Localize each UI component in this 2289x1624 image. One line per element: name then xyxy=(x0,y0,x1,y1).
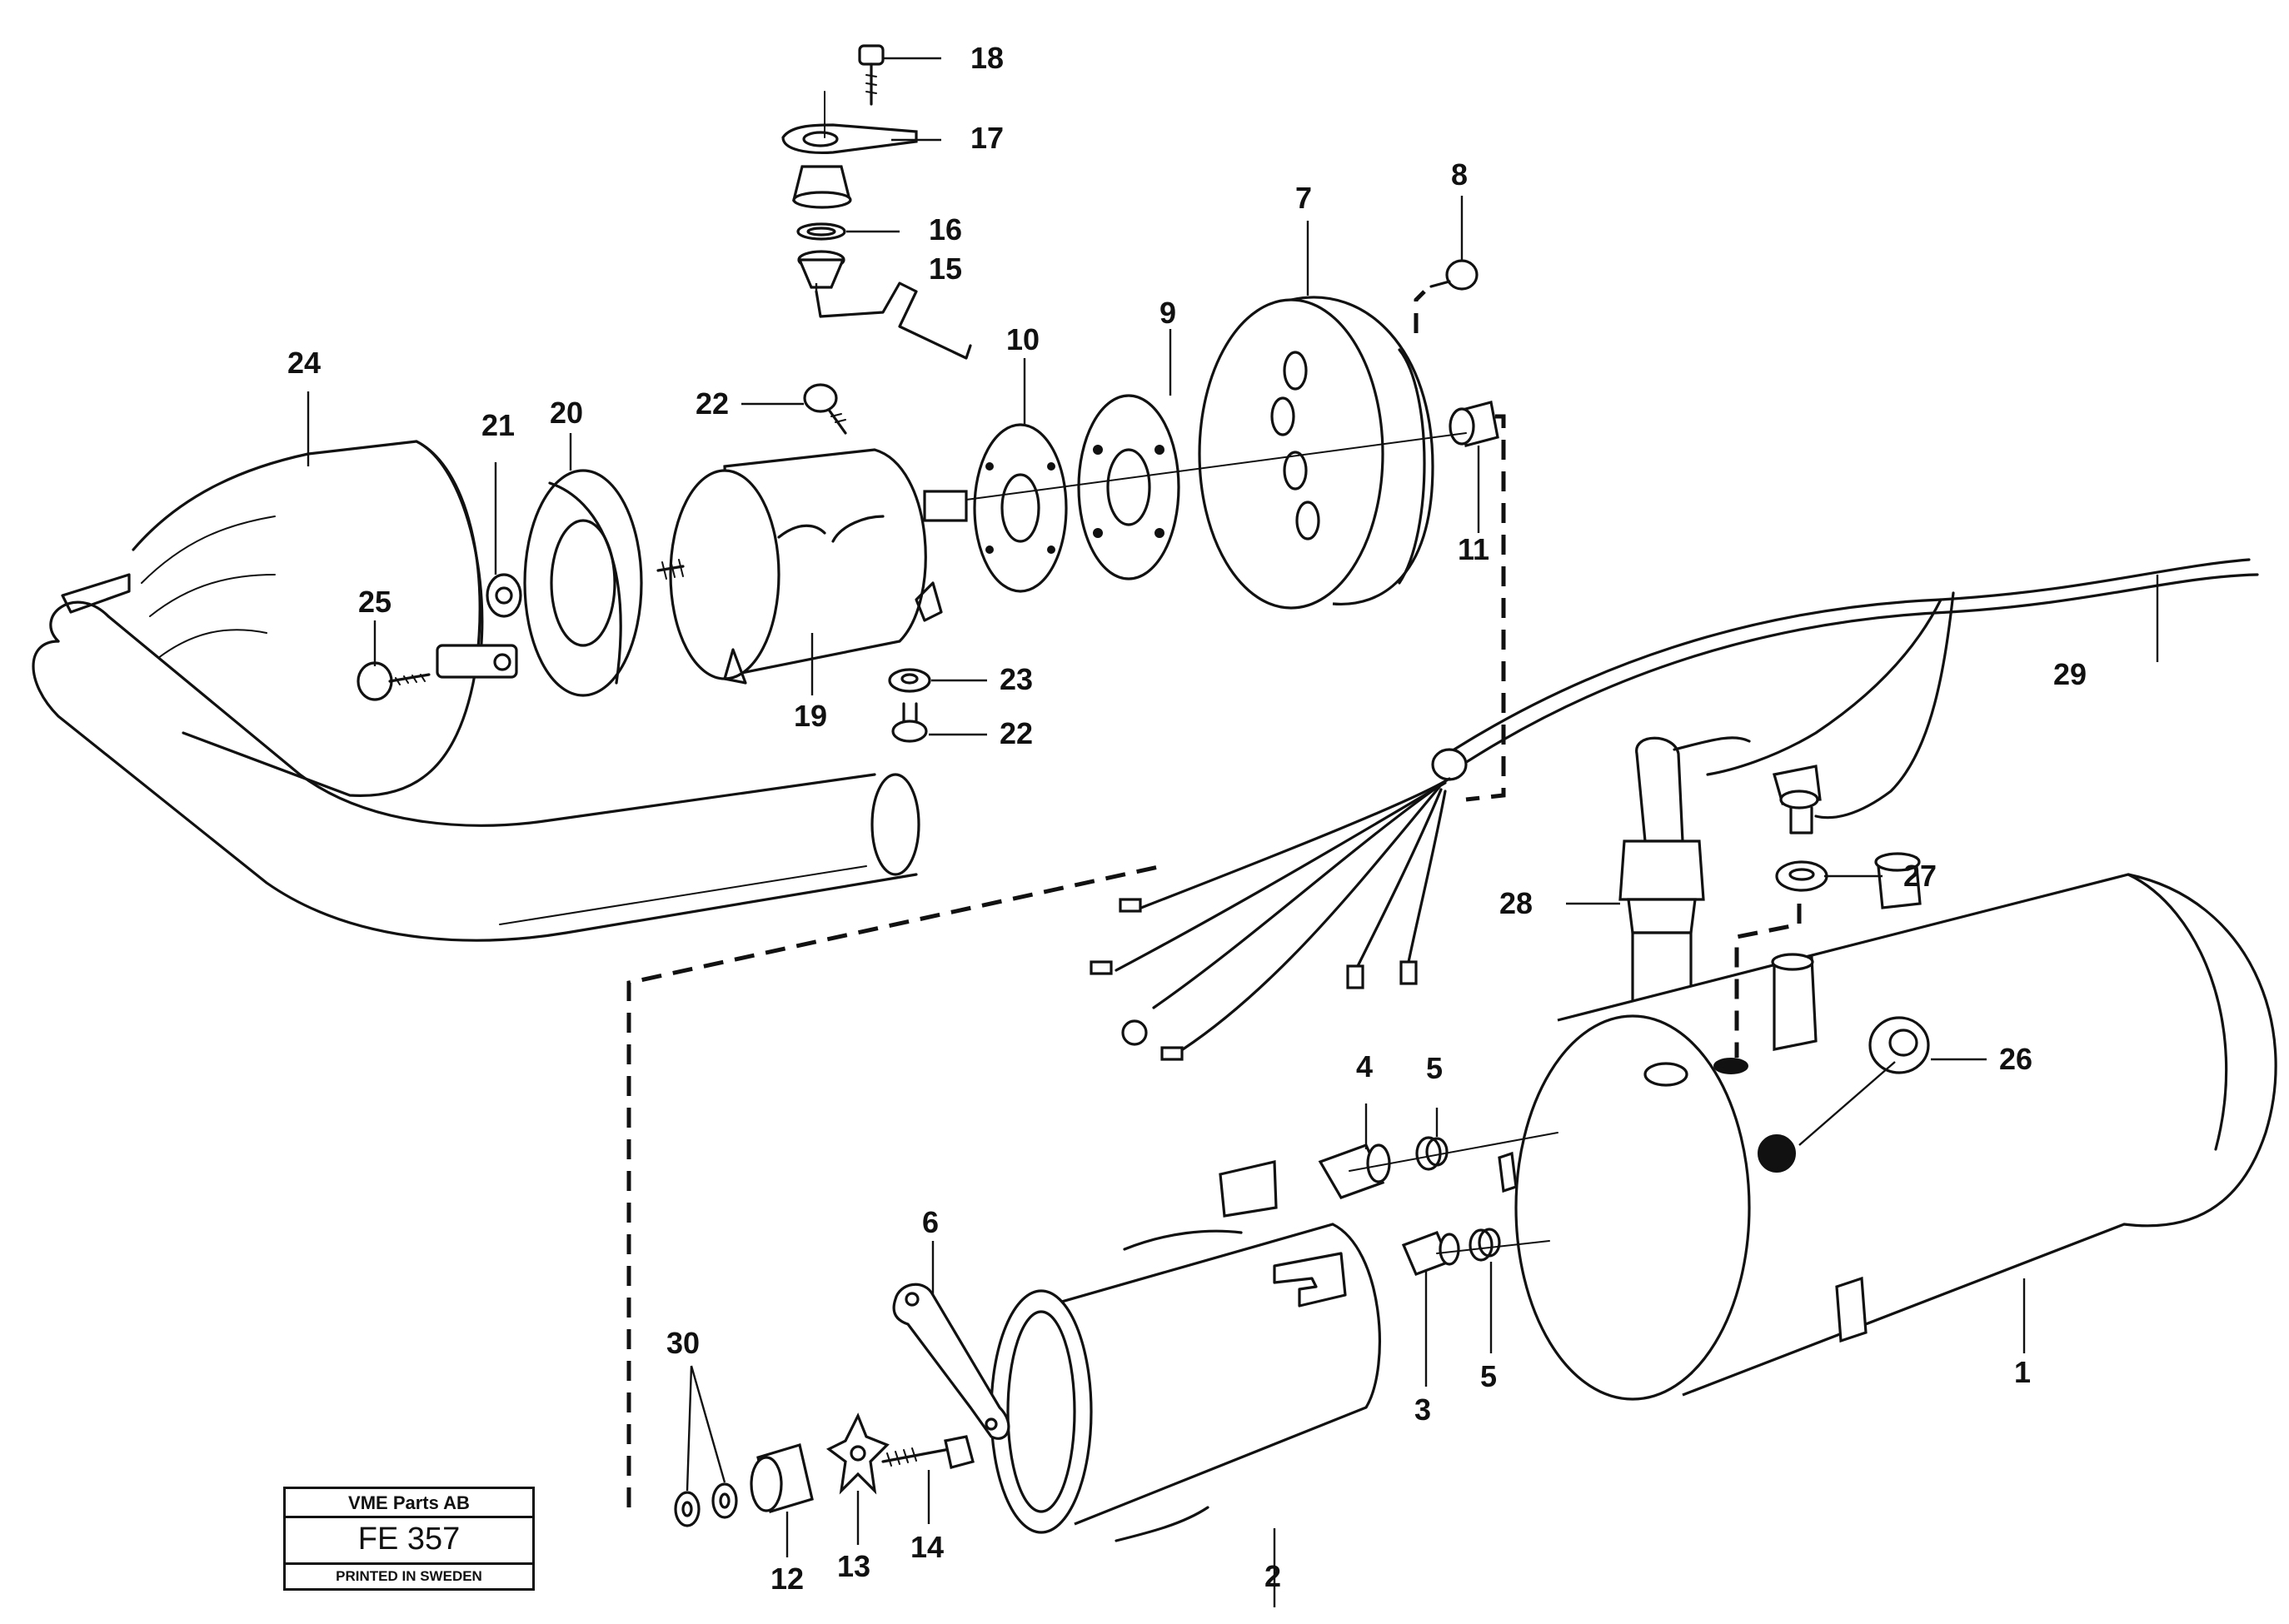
connection-dashed-line-left xyxy=(626,864,1163,1507)
washer-30-right xyxy=(711,1482,738,1519)
callout-6: 6 xyxy=(922,1205,939,1239)
callout-10: 10 xyxy=(1006,322,1040,356)
washer-23 xyxy=(888,668,931,693)
screw-22-top xyxy=(803,383,847,435)
nozzle-3 xyxy=(1401,1230,1460,1277)
title-block-printed: PRINTED IN SWEDEN xyxy=(336,1568,482,1584)
washer-30-left xyxy=(674,1491,701,1527)
sleeve-12 xyxy=(750,1442,814,1514)
exhaust-pipe xyxy=(32,600,920,942)
bracket-6 xyxy=(892,1283,1010,1440)
screw-22-bottom xyxy=(891,702,928,743)
bolt-14 xyxy=(881,1435,975,1469)
nut-21 xyxy=(486,573,522,618)
callout-3: 3 xyxy=(1414,1392,1431,1427)
sleeve-11 xyxy=(1449,401,1499,447)
callout-16: 16 xyxy=(929,212,962,247)
housing-7 xyxy=(1198,296,1434,610)
connection-dashed-line-right xyxy=(1465,414,1506,802)
callout-29: 29 xyxy=(2053,657,2087,691)
burner-tube-2 xyxy=(990,1160,1381,1542)
screw-18 xyxy=(858,44,885,106)
callout-24: 24 xyxy=(287,346,321,380)
callout-30: 30 xyxy=(666,1326,700,1360)
cap-27 xyxy=(1772,765,1828,892)
callout-27: 27 xyxy=(1903,859,1937,893)
callout-5-bottom: 5 xyxy=(1480,1359,1497,1393)
silencer-24 xyxy=(61,440,518,798)
gasket-10 xyxy=(973,423,1068,593)
callout-1: 1 xyxy=(2014,1355,2031,1389)
motor-19 xyxy=(656,448,968,685)
o-ring-16 xyxy=(796,222,846,241)
callout-28: 28 xyxy=(1499,886,1533,920)
callout-21: 21 xyxy=(481,408,515,442)
callout-14: 14 xyxy=(910,1530,944,1564)
callout-25: 25 xyxy=(358,585,391,619)
screw-8 xyxy=(1429,259,1479,291)
title-block-company: VME Parts AB xyxy=(286,1489,532,1518)
callout-9: 9 xyxy=(1159,296,1176,330)
title-block-code: FE 357 xyxy=(286,1518,532,1565)
callout-13: 13 xyxy=(837,1549,870,1583)
plug-26 xyxy=(1868,1016,1930,1074)
connection-dashed-line-top xyxy=(1414,290,1426,333)
star-washer-13 xyxy=(825,1412,890,1495)
callout-7: 7 xyxy=(1295,181,1312,215)
fitting-4 xyxy=(1318,1143,1391,1199)
heat-exchanger-1 xyxy=(1498,852,2277,1401)
bracket-17 xyxy=(781,91,918,155)
callout-20: 20 xyxy=(550,396,583,430)
title-block: VME Parts AB FE 357 PRINTED IN SWEDEN xyxy=(283,1487,535,1591)
callout-4: 4 xyxy=(1356,1049,1373,1083)
callout-18: 18 xyxy=(970,41,1004,75)
rod-15 xyxy=(815,281,972,360)
grommet-17 xyxy=(791,165,852,209)
callout-8: 8 xyxy=(1451,157,1468,192)
callout-5-top: 5 xyxy=(1426,1051,1443,1085)
leader-lines xyxy=(307,57,2159,1607)
callout-23: 23 xyxy=(1000,662,1033,696)
callout-labels: 18 17 16 15 8 7 9 10 11 22 21 20 24 25 1… xyxy=(287,41,2087,1596)
callout-17: 17 xyxy=(970,121,1004,155)
callout-12: 12 xyxy=(770,1562,804,1596)
callout-2: 2 xyxy=(1264,1559,1281,1593)
callout-22-bottom: 22 xyxy=(1000,716,1033,750)
callout-15: 15 xyxy=(929,252,962,286)
callout-19: 19 xyxy=(794,699,827,733)
callout-11: 11 xyxy=(1458,532,1489,566)
grommet-15 xyxy=(797,250,845,289)
bolt-25 xyxy=(357,661,431,701)
spring-5-bottom xyxy=(1469,1228,1501,1262)
plate-9 xyxy=(1077,394,1180,580)
wiring-harness-29 xyxy=(1090,558,2259,1061)
fan-wheel-20 xyxy=(523,469,643,697)
connection-dashed-line-cap xyxy=(1734,904,1802,1058)
callout-22-top: 22 xyxy=(696,386,729,421)
callout-26: 26 xyxy=(1999,1042,2032,1076)
